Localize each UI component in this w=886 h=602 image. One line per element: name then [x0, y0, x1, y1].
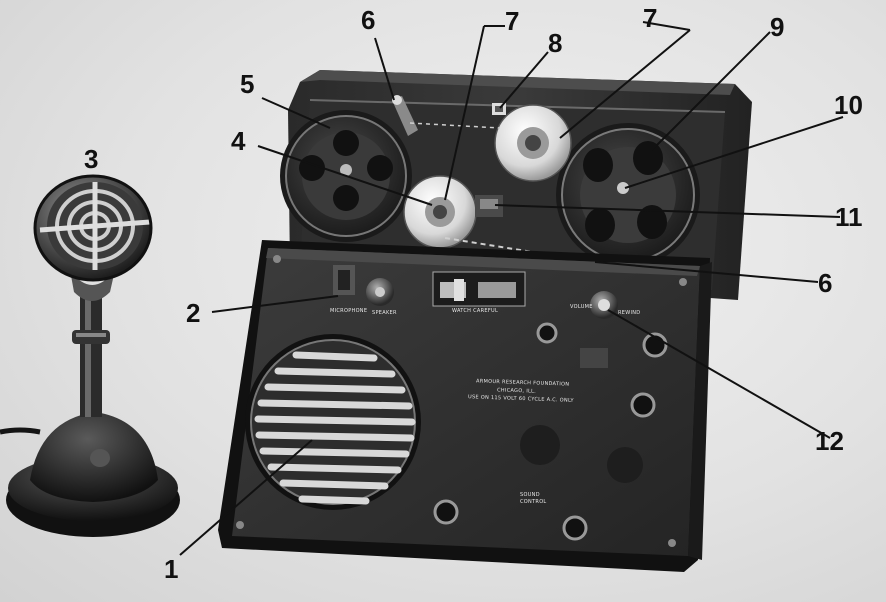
callout-1-speaker: 1	[164, 554, 179, 584]
panel-left-label-2: SPEAKER	[372, 310, 397, 316]
callout-3-microphone: 3	[84, 144, 99, 174]
speaker-grille-bars	[254, 351, 416, 505]
callout-5-supply-reel: 5	[240, 69, 255, 99]
callout-6-wire-path: 6	[818, 268, 833, 298]
callout-9-takeup-reel: 9	[770, 12, 785, 42]
callout-10-reel-hub: 10	[834, 90, 863, 120]
callout-4-spool-hub: 4	[231, 126, 246, 156]
panel-left-label-1: MICROPHONE	[330, 308, 368, 314]
callout-7-right-spool: 7	[643, 3, 658, 33]
panel-bottom-label-2: CONTROL	[520, 499, 547, 505]
callout-6-guide-arm: 6	[361, 5, 376, 35]
front-panel	[218, 240, 712, 572]
callout-7-left-spool: 7	[505, 6, 520, 36]
panel-right-label-2: REWIND	[618, 310, 641, 316]
callout-12-volume-knob: 12	[815, 426, 844, 456]
panel-switch-label: WATCH CAREFUL	[452, 308, 499, 314]
callout-2-switch: 2	[186, 298, 201, 328]
callout-11-record-head: 11	[835, 202, 863, 232]
microphone	[6, 174, 180, 537]
panel-right-label-1: VOLUME	[570, 304, 593, 310]
callout-8-wire-guide: 8	[548, 28, 563, 58]
panel-bottom-label-1: SOUND	[520, 492, 540, 498]
leader-lines	[179, 21, 844, 556]
